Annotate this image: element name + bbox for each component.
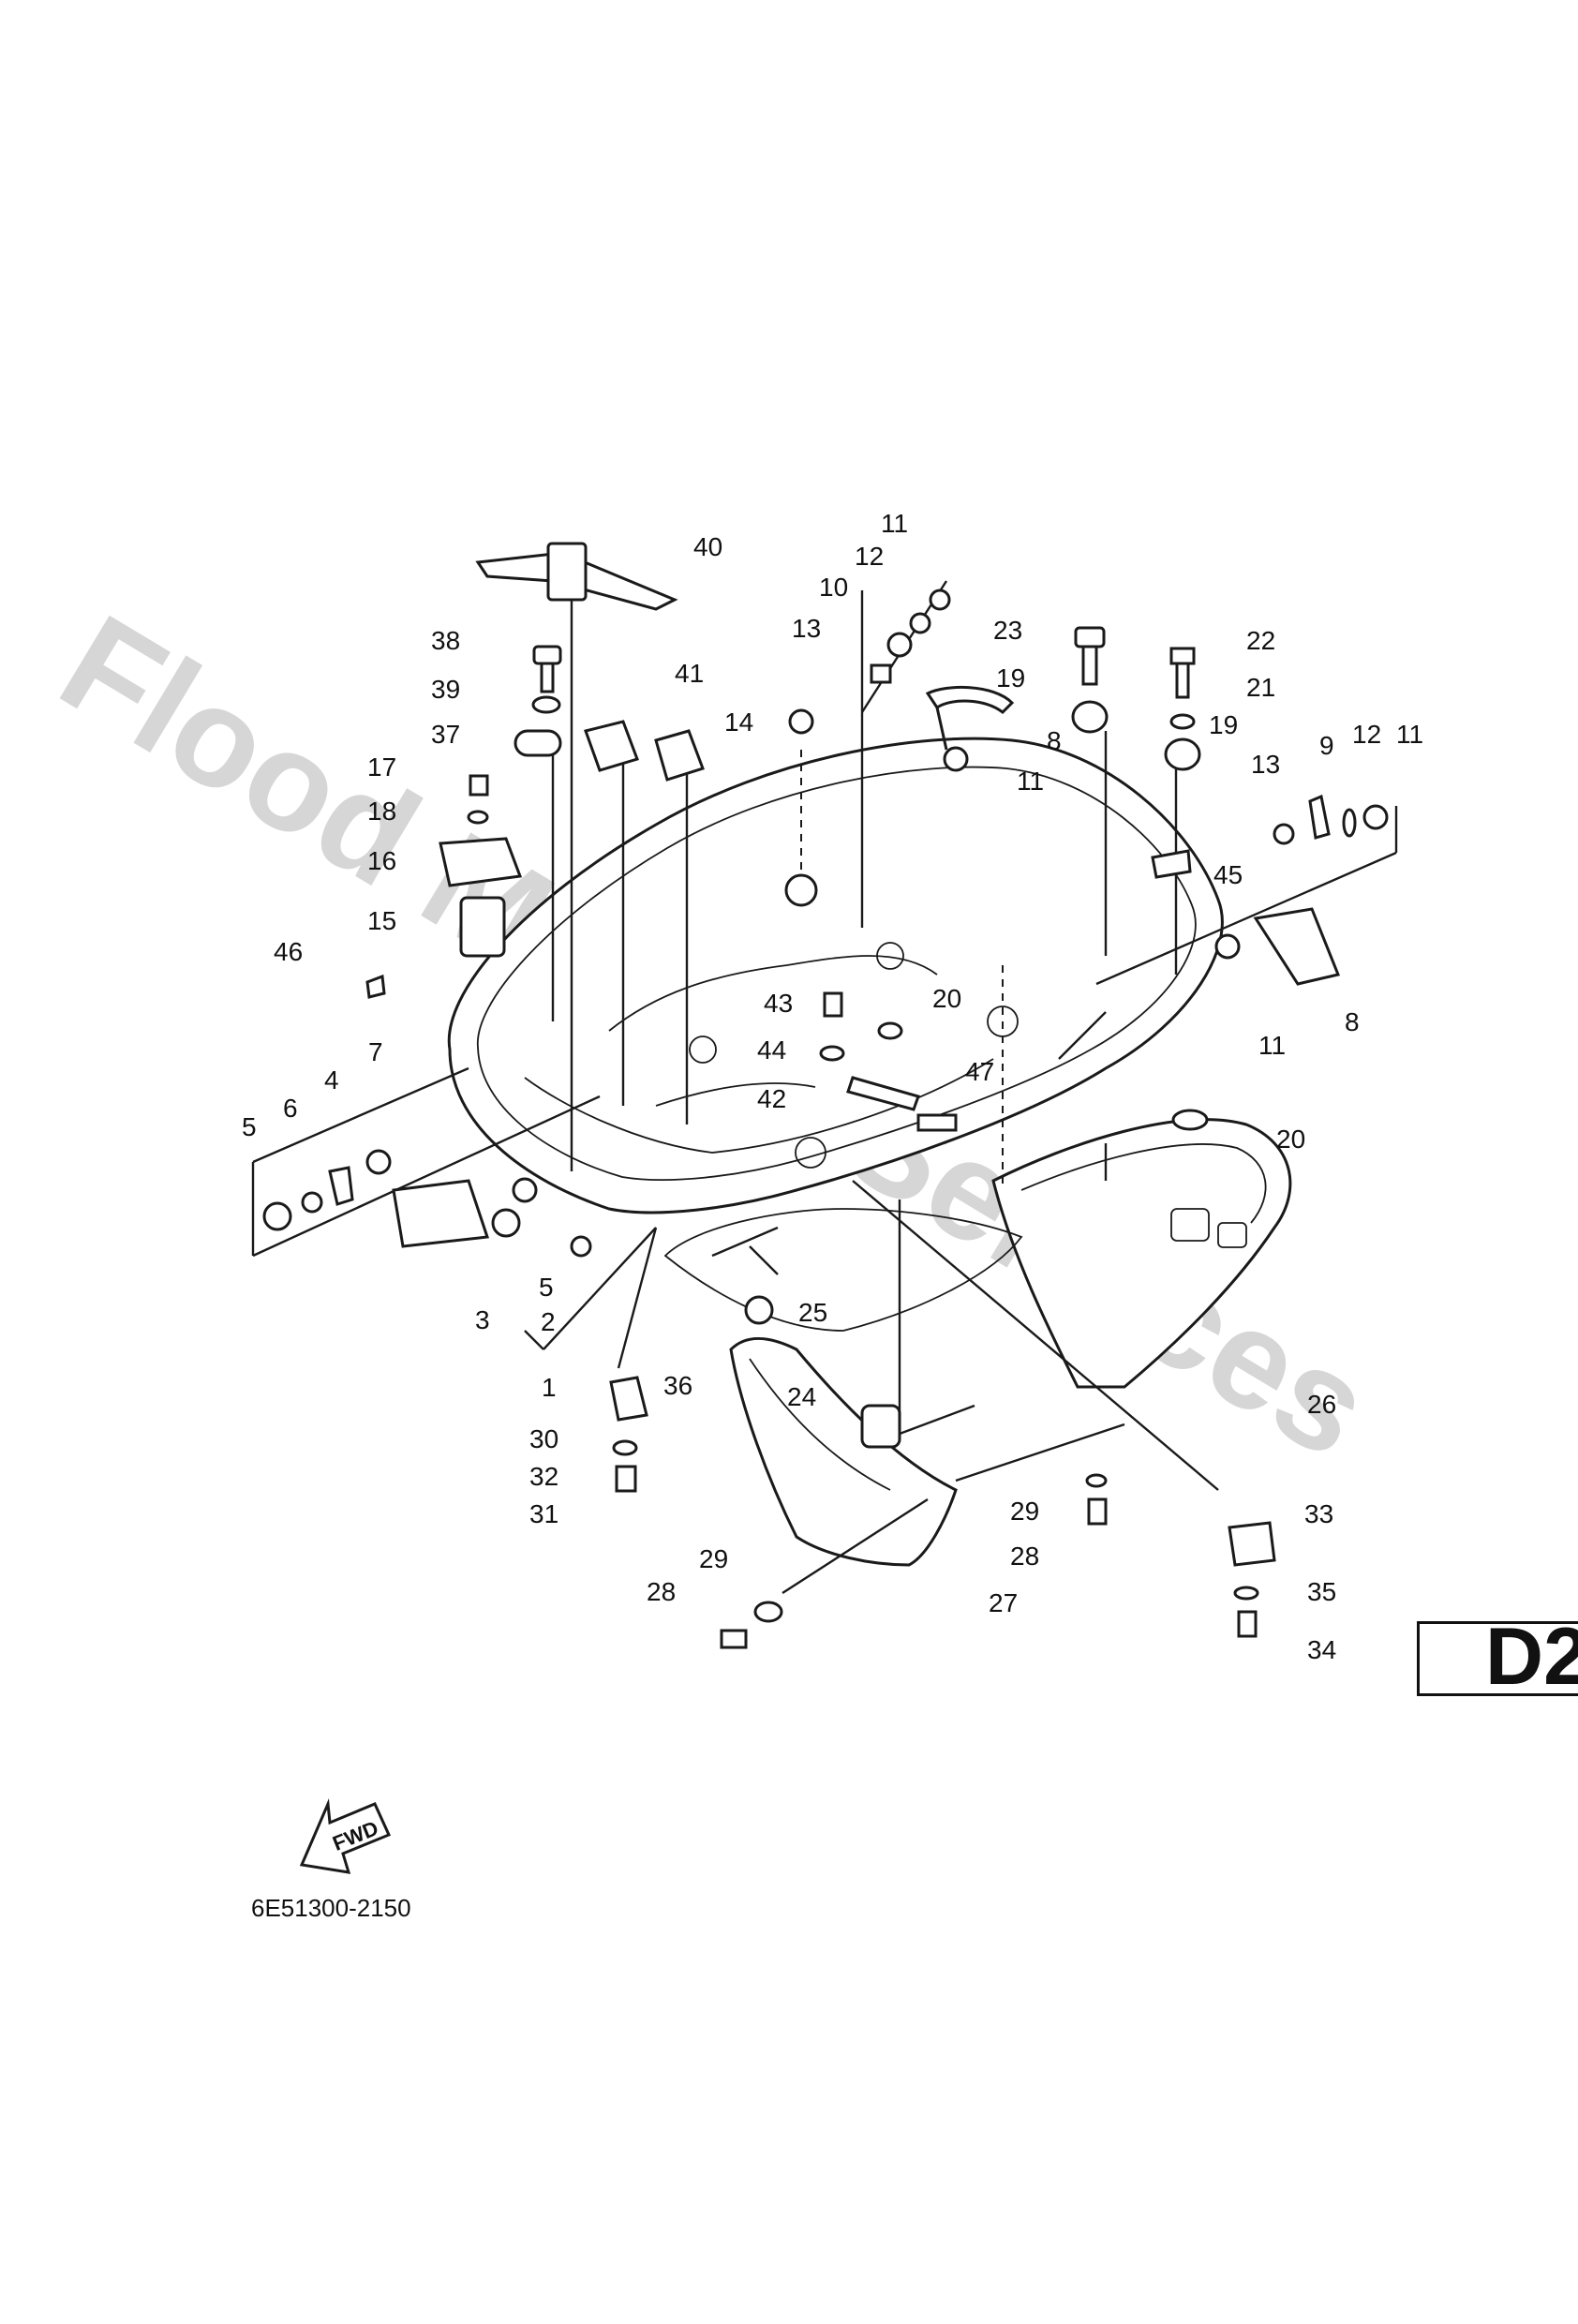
- callout-7: 7: [368, 1037, 383, 1066]
- callout-33: 33: [1304, 1499, 1333, 1528]
- callout-19a: 19: [996, 663, 1025, 693]
- callout-20b: 20: [1276, 1125, 1305, 1154]
- callout-13b: 13: [1251, 750, 1280, 779]
- callout-19b: 19: [1209, 710, 1238, 739]
- callout-35: 35: [1307, 1577, 1336, 1606]
- callout-40: 40: [693, 532, 722, 561]
- callout-11b: 11: [1017, 767, 1044, 796]
- callout-21: 21: [1246, 673, 1275, 702]
- callout-8a: 8: [1047, 726, 1062, 755]
- callout-5b: 5: [539, 1273, 554, 1302]
- seal-36: [663, 1208, 1023, 1332]
- callout-8b: 8: [1345, 1007, 1360, 1036]
- callout-38: 38: [431, 626, 460, 655]
- callout-41: 41: [675, 659, 704, 688]
- callout-18: 18: [367, 797, 396, 826]
- callout-29a: 29: [1010, 1497, 1039, 1526]
- callout-14: 14: [724, 708, 753, 737]
- callout-20a: 20: [932, 984, 961, 1013]
- diagram-code: 6E51300-2150: [251, 1894, 411, 1922]
- callout-15: 15: [367, 906, 396, 935]
- callout-24: 24: [787, 1382, 816, 1411]
- callout-1: 1: [542, 1373, 557, 1402]
- callout-37: 37: [431, 720, 460, 749]
- page-code-frame: [1417, 1621, 1578, 1696]
- callout-6: 6: [283, 1094, 298, 1123]
- callout-47: 47: [965, 1057, 994, 1086]
- callout-2: 2: [541, 1307, 556, 1336]
- callout-27: 27: [989, 1588, 1018, 1617]
- callout-3: 3: [475, 1305, 490, 1334]
- fwd-arrow: FWD: [299, 1798, 392, 1874]
- callout-11a: 11: [881, 509, 908, 538]
- callout-12b: 12: [1352, 720, 1381, 749]
- small-parts: [262, 542, 1389, 1649]
- callout-17: 17: [367, 752, 396, 782]
- callout-28b: 28: [647, 1577, 676, 1606]
- callout-28a: 28: [1010, 1542, 1039, 1571]
- callout-39: 39: [431, 675, 460, 704]
- callout-43: 43: [764, 989, 793, 1018]
- callout-numbers: 1 2 3 4 5 5 6 7 8 8 9 10 11 11 11 11 12 …: [242, 509, 1423, 1664]
- callout-42: 42: [757, 1084, 786, 1113]
- callout-36: 36: [663, 1371, 692, 1400]
- callout-11d: 11: [1258, 1031, 1286, 1060]
- callout-34: 34: [1307, 1635, 1336, 1664]
- callout-12a: 12: [855, 542, 884, 571]
- callout-23: 23: [993, 616, 1022, 645]
- callout-45: 45: [1213, 860, 1243, 889]
- callout-30: 30: [529, 1424, 558, 1453]
- callout-46: 46: [274, 937, 303, 966]
- callout-16: 16: [367, 846, 396, 875]
- page-code: D2: [1485, 1612, 1578, 1702]
- callout-4: 4: [324, 1065, 339, 1095]
- callout-13a: 13: [792, 614, 821, 643]
- side-cover-right: [991, 1118, 1292, 1389]
- callout-11c: 11: [1396, 720, 1423, 749]
- callout-10: 10: [819, 573, 848, 602]
- callout-31: 31: [529, 1499, 558, 1528]
- side-cover-left: [729, 1336, 958, 1567]
- callout-32: 32: [529, 1462, 558, 1491]
- callout-44: 44: [757, 1035, 786, 1065]
- callout-5a: 5: [242, 1112, 257, 1141]
- callout-9: 9: [1319, 731, 1334, 760]
- callout-29b: 29: [699, 1544, 728, 1573]
- callout-26: 26: [1307, 1390, 1336, 1419]
- callout-25: 25: [798, 1298, 827, 1327]
- callout-22: 22: [1246, 626, 1275, 655]
